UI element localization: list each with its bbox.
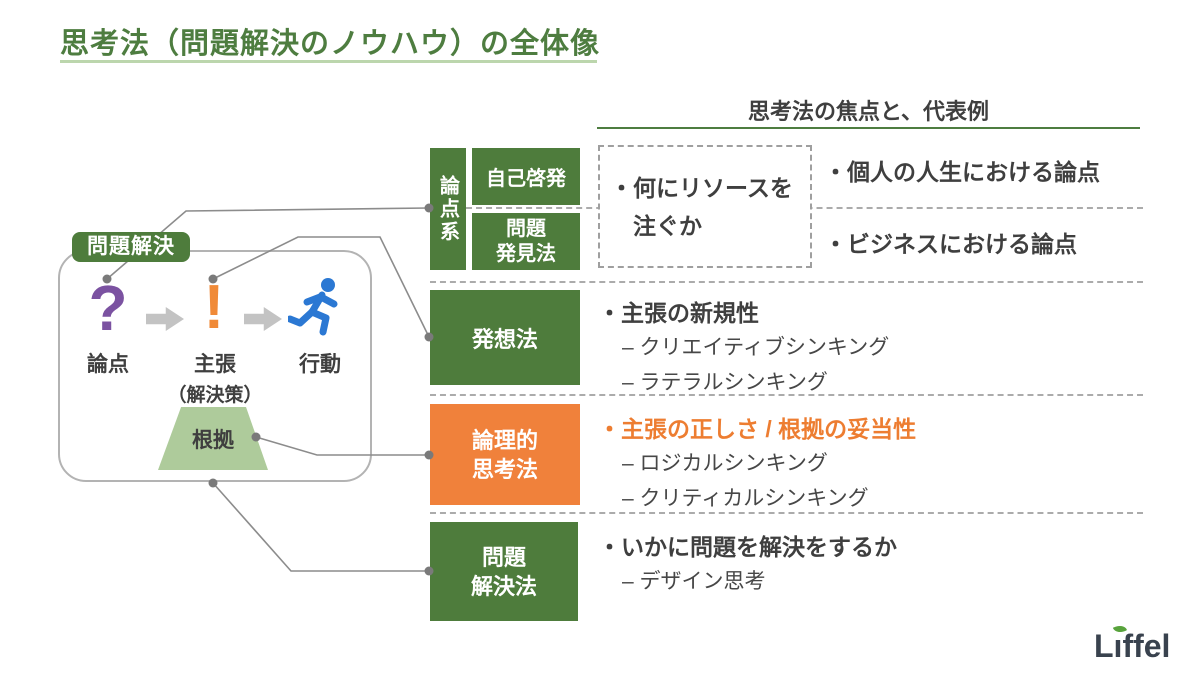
box-problem-solving-method: 問題 解決法 [430,522,578,621]
focus-novelty: ・主張の新規性 [598,300,759,326]
issue-group-bar: 論点系 [430,148,466,270]
runner-icon [286,276,344,338]
step-label-claim: 主張 （解決策） [167,348,263,407]
focus-how-to-solve: ・いかに問題を解決をするか [598,534,897,560]
example-creative-thinking: – クリエイティブシンキング [622,336,890,359]
issue-group-label: 論点系 [436,174,459,244]
logo-text-rest: ffel [1122,628,1171,664]
bullet-personal-issues: ・個人の人生における論点 [824,159,1100,185]
focus-header: 思考法の焦点と、代表例 [747,99,990,124]
connector-line [212,482,429,572]
step-label-action: 行動 [299,353,341,376]
step-label-claim-sub: （解決策） [167,385,263,406]
liffel-logo: L ı ffel [1094,622,1171,665]
logo-dotless-i: ı [1112,622,1127,665]
dashed-divider [430,281,1143,283]
box-problem-discovery: 問題 発見法 [472,213,580,270]
bullet-business-issues: ・ビジネスにおける論点 [824,231,1077,257]
focus-box-resources-text: ・何にリソースを 注ぐか [610,174,793,239]
example-lateral-thinking: – ラテラルシンキング [622,371,828,394]
logo-text-l: L [1094,628,1114,664]
example-design-thinking: – デザイン思考 [622,570,766,593]
evidence-label: 根拠 [192,428,234,452]
exclamation-icon: ! [203,273,225,342]
box-logical-thinking: 論理的 思考法 [430,404,580,505]
page-title: 思考法（問題解決のノウハウ）の全体像 [60,28,601,60]
example-logical-thinking: – ロジカルシンキング [622,452,828,475]
dashed-divider [430,512,1143,514]
focus-box-resources: ・何にリソースを 注ぐか [598,145,812,268]
example-critical-thinking: – クリティカルシンキング [622,487,869,510]
focus-validity: ・主張の正しさ / 根拠の妥当性 [598,416,917,442]
focus-header-underline [597,127,1140,129]
box-self-development: 自己啓発 [472,148,580,205]
question-icon: ? [88,272,128,344]
logo-i-glyph: ı [1113,628,1123,664]
dashed-divider [430,394,1143,396]
box-ideation-method: 発想法 [430,290,580,385]
step-label-claim-main: 主張 [194,353,236,376]
problem-solving-badge: 問題解決 [72,232,190,262]
title-underline [60,60,597,63]
step-label-issue: 論点 [87,353,129,376]
